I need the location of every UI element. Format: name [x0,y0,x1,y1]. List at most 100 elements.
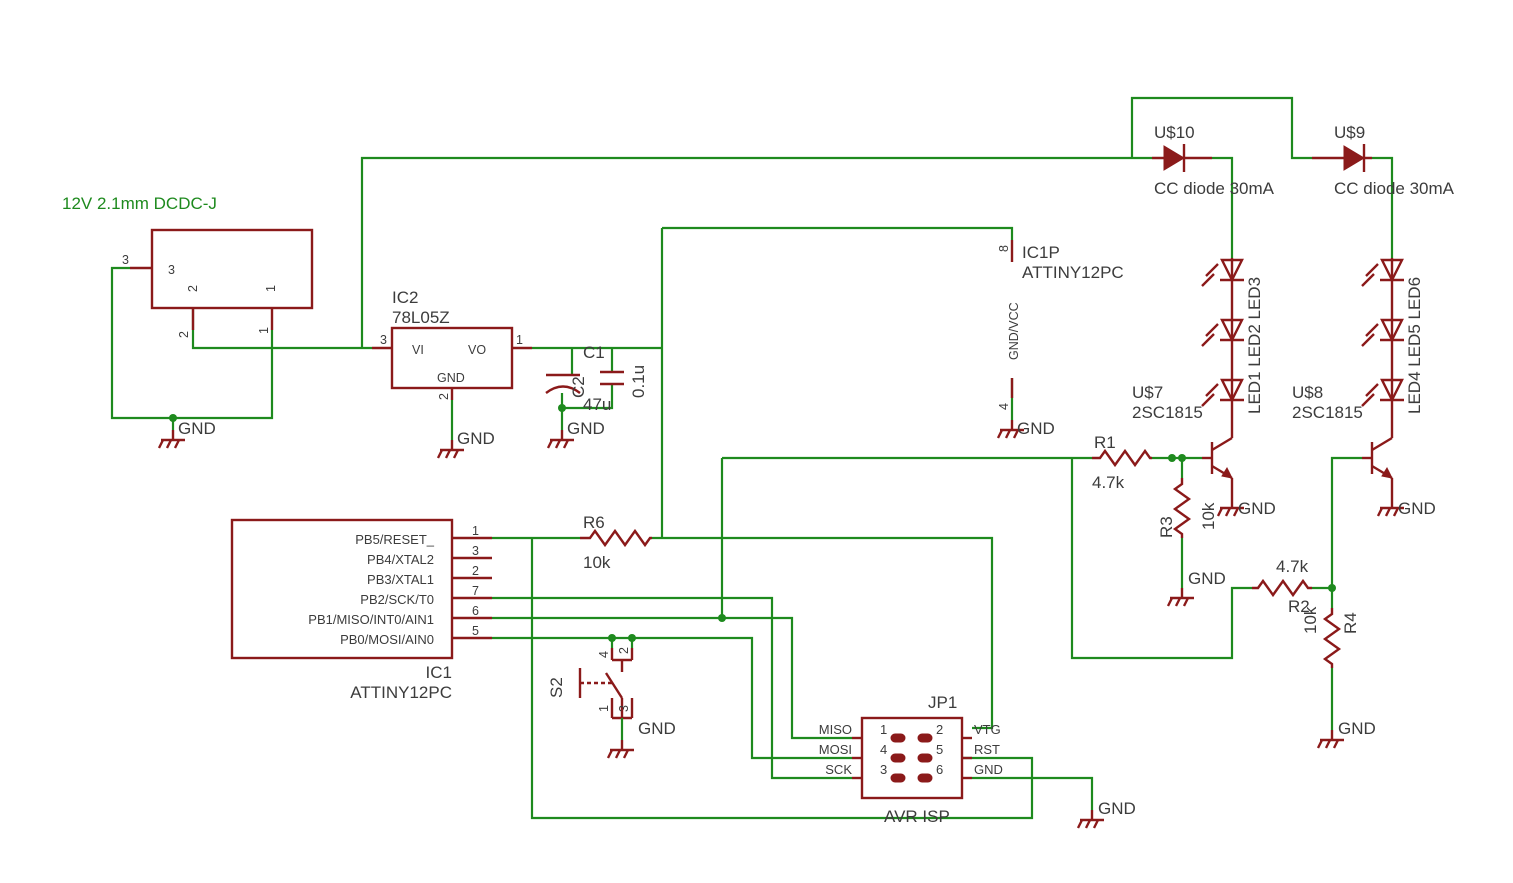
svg-text:GND: GND [437,371,465,385]
svg-text:U$9: U$9 [1334,123,1365,142]
led-column-right: LED4 LED5 LED6 [1361,258,1424,418]
cc-diode-u9: U$9 CC diode 30mA [1312,123,1455,198]
svg-text:2: 2 [177,331,191,338]
svg-text:IC1P: IC1P [1022,243,1060,262]
svg-text:GND: GND [178,419,216,438]
svg-text:1: 1 [257,327,271,334]
ground-symbols: GND GND GND GND GND GND GND GND GND GND [157,418,1436,830]
svg-text:0.1u: 0.1u [629,365,648,398]
ic1p-power: 8 4 GND/VCC IC1P ATTINY12PC [997,240,1124,410]
junctions [169,404,1336,642]
svg-text:5: 5 [936,742,943,757]
ic2-regulator: IC2 78L05Z 3 1 2 VI VO GND [372,288,532,400]
resistor-r3: R3 10k [1157,478,1218,538]
svg-text:3: 3 [380,333,387,347]
resistor-r1: R1 4.7k [1092,433,1152,492]
svg-text:ATTINY12PC: ATTINY12PC [350,683,452,702]
svg-text:4.7k: 4.7k [1092,473,1125,492]
svg-text:PB1/MISO/INT0/AIN1: PB1/MISO/INT0/AIN1 [308,612,434,627]
svg-text:VTG: VTG [974,722,1001,737]
svg-text:3: 3 [880,762,887,777]
cc-diode-u10: U$10 CC diode 30mA [1152,123,1275,198]
svg-text:MISO: MISO [819,722,852,737]
svg-text:1: 1 [472,524,479,538]
nets [110,96,1394,820]
capacitor-c2: C2 47u [545,373,611,414]
svg-text:8: 8 [997,245,1011,252]
svg-text:SCK: SCK [825,762,852,777]
svg-text:PB3/XTAL1: PB3/XTAL1 [367,572,434,587]
svg-text:IC1: IC1 [426,663,452,682]
svg-text:PB0/MOSI/AIN0: PB0/MOSI/AIN0 [340,632,434,647]
svg-text:2: 2 [936,722,943,737]
svg-text:4: 4 [880,742,887,757]
svg-text:C1: C1 [583,343,605,362]
svg-text:U$8: U$8 [1292,383,1323,402]
resistor-r4: 10k R4 [1301,606,1360,668]
svg-text:2: 2 [472,564,479,578]
svg-text:3: 3 [168,263,175,277]
svg-text:PB2/SCK/T0: PB2/SCK/T0 [360,592,434,607]
svg-text:2SC1815: 2SC1815 [1132,403,1203,422]
svg-text:1: 1 [880,722,887,737]
svg-text:GND: GND [1017,419,1055,438]
svg-text:3: 3 [472,544,479,558]
svg-text:U$7: U$7 [1132,383,1163,402]
svg-text:GND: GND [1238,499,1276,518]
svg-text:LED1 LED2 LED3: LED1 LED2 LED3 [1245,277,1264,414]
svg-text:GND: GND [457,429,495,448]
svg-text:R4: R4 [1341,612,1360,634]
svg-text:GND: GND [1338,719,1376,738]
svg-text:10k: 10k [1301,606,1320,634]
svg-text:GND: GND [1188,569,1226,588]
svg-text:GND: GND [567,419,605,438]
svg-text:1: 1 [597,705,611,712]
svg-text:10k: 10k [1199,502,1218,530]
resistor-r2: 4.7k R2 [1252,557,1312,616]
ic1-attiny: PB5/RESET_ PB4/XTAL2 PB3/XTAL1 PB2/SCK/T… [230,518,492,702]
svg-text:6: 6 [936,762,943,777]
svg-text:CC diode 30mA: CC diode 30mA [1154,179,1275,198]
svg-text:47u: 47u [583,395,611,414]
svg-text:RST: RST [974,742,1000,757]
svg-text:4: 4 [597,651,611,658]
jack-title: 12V 2.1mm DCDC-J [62,194,217,213]
svg-text:GND: GND [1398,499,1436,518]
dc-jack: 12V 2.1mm DCDC-J 3 3 2 1 2 1 [62,194,314,338]
svg-text:3: 3 [617,705,631,712]
capacitor-c1: C1 0.1u [583,343,648,398]
transistor-u8: U$8 2SC1815 [1292,383,1394,498]
svg-text:IC2: IC2 [392,288,418,307]
svg-text:VI: VI [412,343,424,357]
svg-text:2: 2 [186,285,200,292]
svg-text:1: 1 [264,285,278,292]
svg-text:6: 6 [472,604,479,618]
svg-text:AVR ISP: AVR ISP [884,807,950,826]
svg-text:7: 7 [472,584,479,598]
svg-text:GND: GND [974,762,1003,777]
svg-text:GND: GND [638,719,676,738]
svg-text:R2: R2 [1288,597,1310,616]
resistor-r6: R6 10k [580,513,652,572]
header-jp1: MISO MOSI SCK VTG RST GND 1 4 3 2 5 6 JP… [819,693,1003,826]
svg-text:GND/VCC: GND/VCC [1007,302,1021,360]
svg-text:2: 2 [437,393,451,400]
svg-text:LED4 LED5 LED6: LED4 LED5 LED6 [1405,277,1424,414]
svg-text:2SC1815: 2SC1815 [1292,403,1363,422]
svg-text:3: 3 [122,253,129,267]
switch-s2: 4 2 1 3 S2 [547,647,634,740]
svg-text:C2: C2 [569,376,588,398]
svg-text:5: 5 [472,624,479,638]
svg-text:R1: R1 [1094,433,1116,452]
svg-text:ATTINY12PC: ATTINY12PC [1022,263,1124,282]
svg-text:R3: R3 [1157,516,1176,538]
svg-text:R6: R6 [583,513,605,532]
svg-text:JP1: JP1 [928,693,957,712]
svg-text:1: 1 [516,333,523,347]
svg-text:GND: GND [1098,799,1136,818]
svg-text:4: 4 [997,403,1011,410]
svg-text:4.7k: 4.7k [1276,557,1309,576]
svg-text:MOSI: MOSI [819,742,852,757]
svg-text:10k: 10k [583,553,611,572]
